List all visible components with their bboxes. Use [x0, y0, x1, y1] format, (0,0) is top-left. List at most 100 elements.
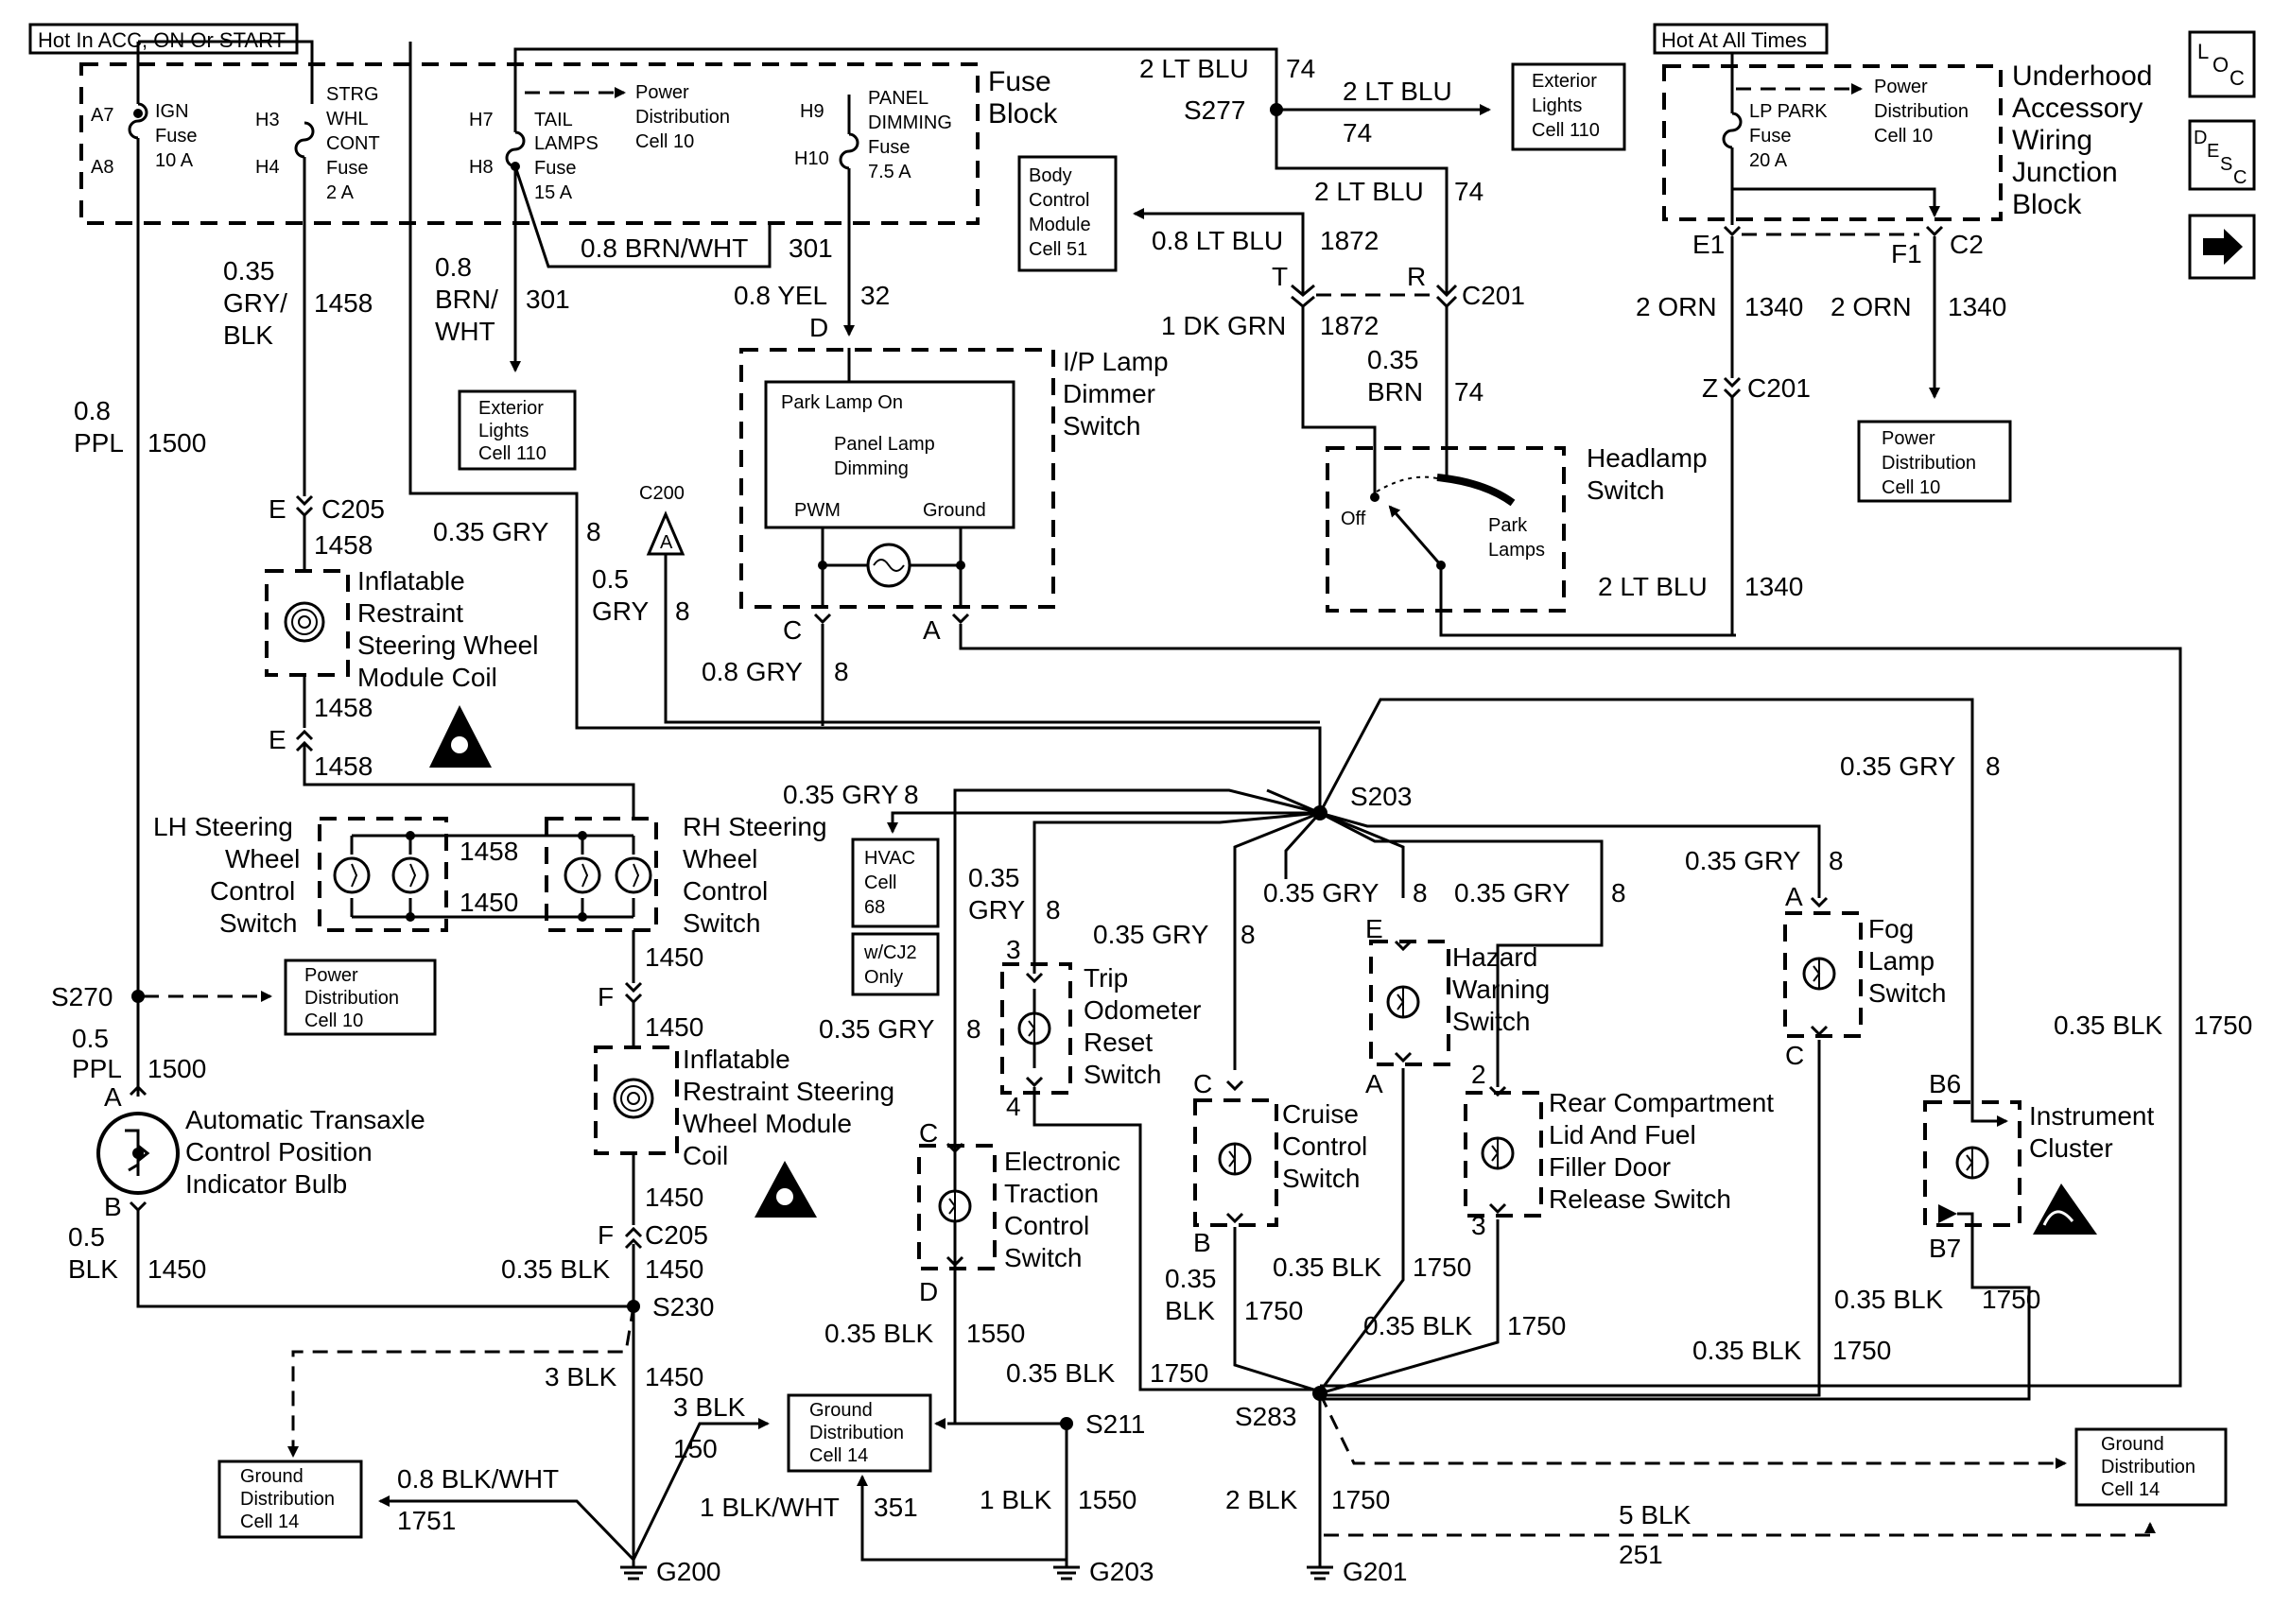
svg-text:Ground: Ground — [923, 500, 986, 521]
svg-text:S230: S230 — [652, 1292, 714, 1322]
svg-text:0.5: 0.5 — [72, 1024, 109, 1053]
svg-text:Only: Only — [864, 967, 903, 988]
desc-icon[interactable]: D E S C — [2188, 119, 2256, 191]
svg-text:Cell 51: Cell 51 — [1029, 239, 1087, 260]
svg-text:0.35 GRY: 0.35 GRY — [819, 1014, 935, 1044]
fuse-block-title: Fuse Block — [988, 66, 1058, 130]
svg-text:C: C — [2230, 66, 2245, 90]
svg-text:301: 301 — [789, 233, 833, 263]
svg-text:0.35 GRY: 0.35 GRY — [1454, 878, 1570, 907]
svg-text:68: 68 — [864, 897, 885, 918]
svg-text:8: 8 — [1241, 920, 1256, 949]
svg-text:G203: G203 — [1089, 1557, 1154, 1586]
svg-text:0.35 BLK: 0.35 BLK — [501, 1254, 611, 1284]
svg-text:Coil: Coil — [683, 1141, 728, 1170]
svg-text:C201: C201 — [1747, 373, 1811, 403]
fuse-block-outline — [79, 62, 980, 225]
svg-text:0.35 BLK: 0.35 BLK — [824, 1319, 934, 1348]
svg-text:0.8 GRY: 0.8 GRY — [702, 657, 803, 686]
svg-text:1751: 1751 — [397, 1506, 456, 1535]
svg-text:S270: S270 — [51, 982, 113, 1011]
svg-text:BLK: BLK — [223, 320, 273, 350]
svg-text:Exterior: Exterior — [478, 398, 544, 419]
svg-text:Cell: Cell — [864, 872, 896, 893]
ground-g201: G201 — [1307, 1557, 1408, 1586]
svg-text:8: 8 — [1046, 895, 1061, 924]
underhood-title: Underhood Accessory Wiring Junction Bloc… — [2012, 60, 2152, 220]
svg-text:A: A — [660, 532, 673, 553]
svg-text:Switch: Switch — [1868, 978, 1946, 1008]
hot-acc-label: Hot In ACC, ON Or START — [28, 23, 299, 55]
svg-text:74: 74 — [1454, 177, 1484, 206]
svg-text:Panel Lamp: Panel Lamp — [834, 434, 935, 455]
svg-text:1 BLK/WHT: 1 BLK/WHT — [700, 1493, 840, 1522]
svg-text:Hazard: Hazard — [1452, 942, 1537, 972]
svg-text:C: C — [1785, 1041, 1804, 1070]
svg-text:Wiring: Wiring — [2012, 125, 2092, 156]
svg-text:1750: 1750 — [1413, 1253, 1471, 1282]
svg-text:TAIL: TAIL — [534, 110, 573, 130]
svg-text:Distribution: Distribution — [635, 107, 730, 128]
svg-text:Inflatable: Inflatable — [357, 566, 465, 596]
svg-text:LP PARK: LP PARK — [1749, 101, 1828, 122]
svg-text:F1: F1 — [1891, 239, 1922, 268]
svg-text:1 BLK: 1 BLK — [980, 1485, 1052, 1514]
svg-text:LAMPS: LAMPS — [534, 133, 599, 154]
svg-text:Wheel: Wheel — [683, 844, 757, 873]
svg-text:1458: 1458 — [314, 288, 373, 318]
svg-text:BRN: BRN — [1367, 377, 1423, 406]
svg-text:STRG: STRG — [326, 84, 379, 105]
rear-switch-outline — [1464, 1091, 1543, 1218]
svg-text:Fuse: Fuse — [1749, 126, 1791, 147]
ground-g200: G200 — [620, 1557, 721, 1586]
svg-text:Power: Power — [1874, 77, 1928, 97]
svg-text:Control: Control — [210, 876, 295, 906]
svg-text:0.35 GRY: 0.35 GRY — [783, 780, 899, 809]
svg-text:IGN: IGN — [155, 101, 189, 122]
svg-text:1750: 1750 — [1507, 1311, 1566, 1340]
svg-text:BLK: BLK — [1165, 1296, 1215, 1325]
svg-text:Accessory: Accessory — [2012, 93, 2143, 124]
svg-text:0.8 YEL: 0.8 YEL — [734, 281, 827, 310]
svg-text:I/P Lamp: I/P Lamp — [1063, 347, 1169, 376]
svg-text:F: F — [598, 1220, 614, 1250]
svg-text:Lid And Fuel: Lid And Fuel — [1549, 1120, 1696, 1149]
svg-text:Restraint Steering: Restraint Steering — [683, 1077, 894, 1106]
next-arrow-icon[interactable] — [2188, 214, 2256, 280]
svg-text:Ground: Ground — [240, 1466, 304, 1487]
svg-text:8: 8 — [834, 657, 849, 686]
svg-text:0.35 BLK: 0.35 BLK — [1273, 1253, 1382, 1282]
svg-text:8: 8 — [1829, 846, 1844, 875]
ir-coil-top-outline — [265, 569, 350, 677]
svg-text:1500: 1500 — [147, 1054, 206, 1083]
svg-text:S: S — [2220, 154, 2232, 175]
svg-text:PANEL: PANEL — [868, 88, 928, 109]
svg-text:Switch: Switch — [683, 908, 760, 938]
fuse-power-dist-label: Power Distribution Cell 10 — [635, 82, 730, 152]
svg-text:1500: 1500 — [147, 428, 206, 458]
svg-text:D: D — [809, 313, 828, 342]
svg-text:C2: C2 — [1950, 230, 1984, 259]
svg-text:BLK: BLK — [68, 1254, 118, 1284]
svg-text:C205: C205 — [645, 1220, 708, 1250]
dimmer-switch-label: I/P Lamp Dimmer Switch — [1063, 347, 1169, 441]
svg-text:Control: Control — [1004, 1211, 1089, 1240]
svg-text:H7: H7 — [469, 110, 494, 130]
svg-text:Power: Power — [635, 82, 689, 103]
svg-text:0.35 BLK: 0.35 BLK — [1363, 1311, 1473, 1340]
svg-text:0.35 GRY: 0.35 GRY — [1263, 878, 1379, 907]
svg-text:RH Steering: RH Steering — [683, 812, 827, 841]
svg-text:0.5: 0.5 — [68, 1222, 105, 1252]
svg-text:8: 8 — [675, 596, 690, 626]
svg-text:15 A: 15 A — [534, 182, 573, 203]
svg-text:Junction: Junction — [2012, 157, 2118, 188]
svg-text:A: A — [1365, 1069, 1383, 1098]
svg-text:Rear Compartment: Rear Compartment — [1549, 1088, 1774, 1117]
fog-lamp-switch: Fog Lamp Switch — [1802, 896, 1946, 1037]
svg-text:E1: E1 — [1692, 230, 1725, 259]
loc-icon[interactable]: L O C — [2188, 30, 2256, 98]
svg-text:1550: 1550 — [1078, 1485, 1136, 1514]
svg-text:O: O — [2212, 53, 2229, 77]
svg-text:1750: 1750 — [1331, 1485, 1390, 1514]
svg-text:PWM: PWM — [794, 500, 841, 521]
